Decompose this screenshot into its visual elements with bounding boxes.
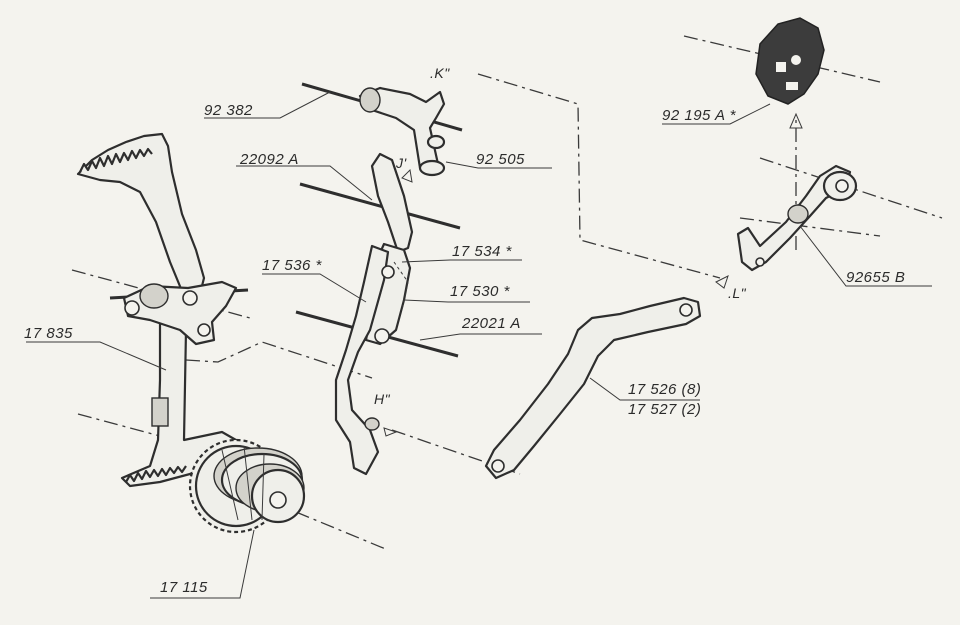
label-17526: 17 526 (8) (628, 381, 702, 398)
label-92505: 92 505 (476, 151, 525, 168)
lever-92655b (736, 164, 858, 272)
label-22092a: 22092 A (240, 151, 299, 168)
ref-mark-l: .L" (728, 285, 747, 301)
label-17536: 17 536 * (262, 257, 322, 274)
label-92382: 92 382 (204, 102, 253, 119)
link-bar-17526 (484, 296, 702, 480)
assembly-path-main (185, 341, 373, 379)
label-17534: 17 534 * (452, 243, 512, 260)
ref-mark-k: .K" (430, 65, 450, 81)
sector-lever-17835 (76, 132, 238, 488)
assembly-path-mid-axis (739, 217, 881, 237)
leader-lines (26, 91, 932, 599)
arrow-up-icon (789, 112, 803, 129)
label-92655b: 92655 B (846, 269, 906, 286)
ref-mark-h: H" (374, 391, 391, 407)
label-22021a: 22021 A (462, 315, 521, 332)
lever-assembly-175xx (334, 152, 414, 476)
ref-mark-j: J' (396, 155, 407, 171)
arrow-j-icon (401, 168, 413, 183)
cam-disc-92195a (755, 17, 825, 105)
assembly-path-left-bottom (77, 413, 161, 437)
assembly-path-right-axis (759, 157, 943, 219)
label-17835: 17 835 (24, 325, 73, 342)
label-17115: 17 115 (160, 579, 208, 596)
gear-cam-17115 (188, 438, 306, 534)
label-17527: 17 527 (2) (628, 401, 702, 418)
label-92195a: 92 195 A * (662, 107, 736, 124)
assembly-path-k-to-l (477, 73, 721, 279)
shaft-22092a (299, 182, 461, 230)
assembly-path-gear-axis (295, 511, 389, 551)
arrow-h-icon (383, 427, 398, 437)
arrow-l-icon (715, 275, 729, 289)
bracket-92505 (358, 86, 446, 177)
label-17530: 17 530 * (450, 283, 510, 300)
